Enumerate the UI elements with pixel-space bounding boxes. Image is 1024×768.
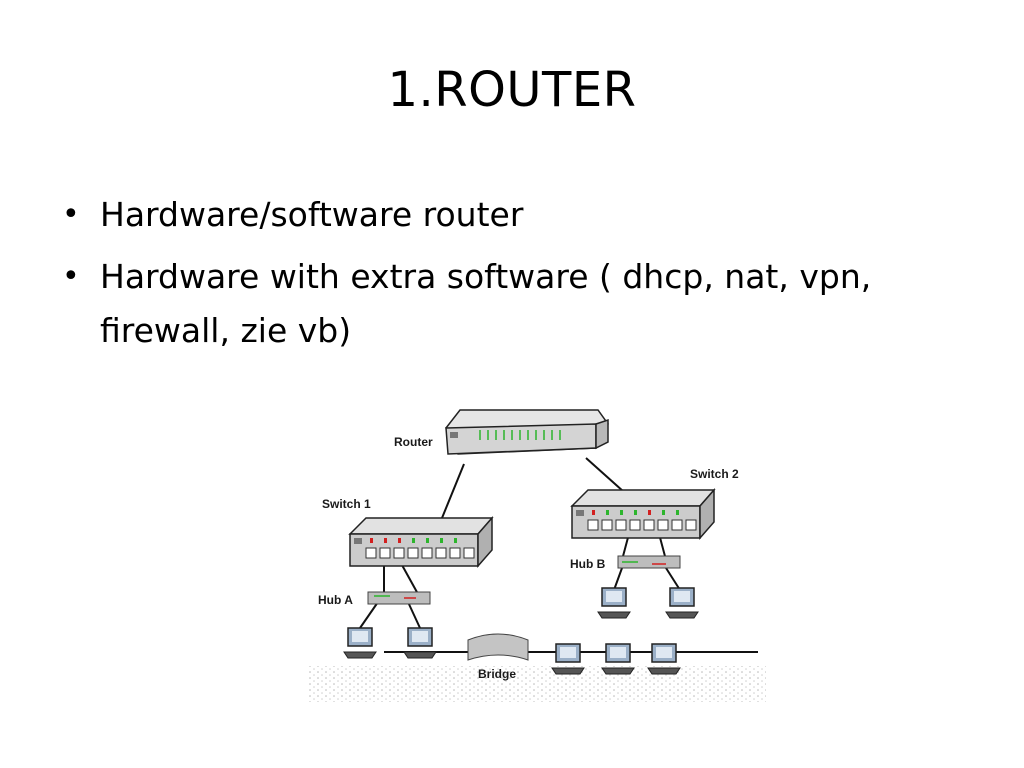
network-diagram: Router Switch 1 (308, 409, 766, 702)
bullet-list: • Hardware/software router • Hardware wi… (62, 188, 982, 366)
switch2-label: Switch 2 (690, 467, 739, 481)
switch2-ports (587, 519, 697, 531)
hub-b-label: Hub B (570, 557, 606, 571)
bullet-text: Hardware with extra software ( dhcp, nat… (100, 257, 872, 350)
router-label: Router (394, 435, 433, 449)
computer-icon (597, 587, 631, 619)
computer-icon (403, 627, 437, 659)
switch1-leds (370, 538, 457, 543)
bullet-item: • Hardware with extra software ( dhcp, n… (62, 250, 982, 358)
switch1-label: Switch 1 (322, 497, 371, 511)
cable-huba-pc (359, 601, 379, 629)
bullet-text: Hardware/software router (100, 195, 524, 234)
hub-a-device (367, 591, 431, 605)
switch2-device (570, 488, 716, 540)
router-device (445, 409, 609, 455)
router-leds (479, 430, 561, 440)
cable-huba-pc (407, 601, 421, 629)
cable-router-switch1 (441, 463, 465, 519)
hub-a-label: Hub A (318, 593, 353, 607)
cable-hubb-pc (665, 567, 681, 591)
floor-pattern (308, 666, 766, 702)
switch2-leds (592, 510, 679, 515)
bridge-device (467, 633, 529, 661)
computer-icon (551, 643, 585, 675)
cable-hubb-pc (613, 567, 623, 591)
cable-router-switch2 (585, 457, 625, 493)
hub-b-device (617, 555, 681, 569)
computer-icon (343, 627, 377, 659)
computer-icon (601, 643, 635, 675)
computer-icon (647, 643, 681, 675)
slide-title: 1.ROUTER (387, 62, 637, 118)
bridge-label: Bridge (478, 667, 516, 681)
switch1-ports (365, 547, 475, 559)
bullet-dot-icon: • (62, 259, 80, 294)
computer-icon (665, 587, 699, 619)
bullet-dot-icon: • (62, 197, 80, 232)
router-port (450, 432, 458, 438)
switch1-device (348, 516, 494, 568)
bullet-item: • Hardware/software router (62, 188, 982, 242)
